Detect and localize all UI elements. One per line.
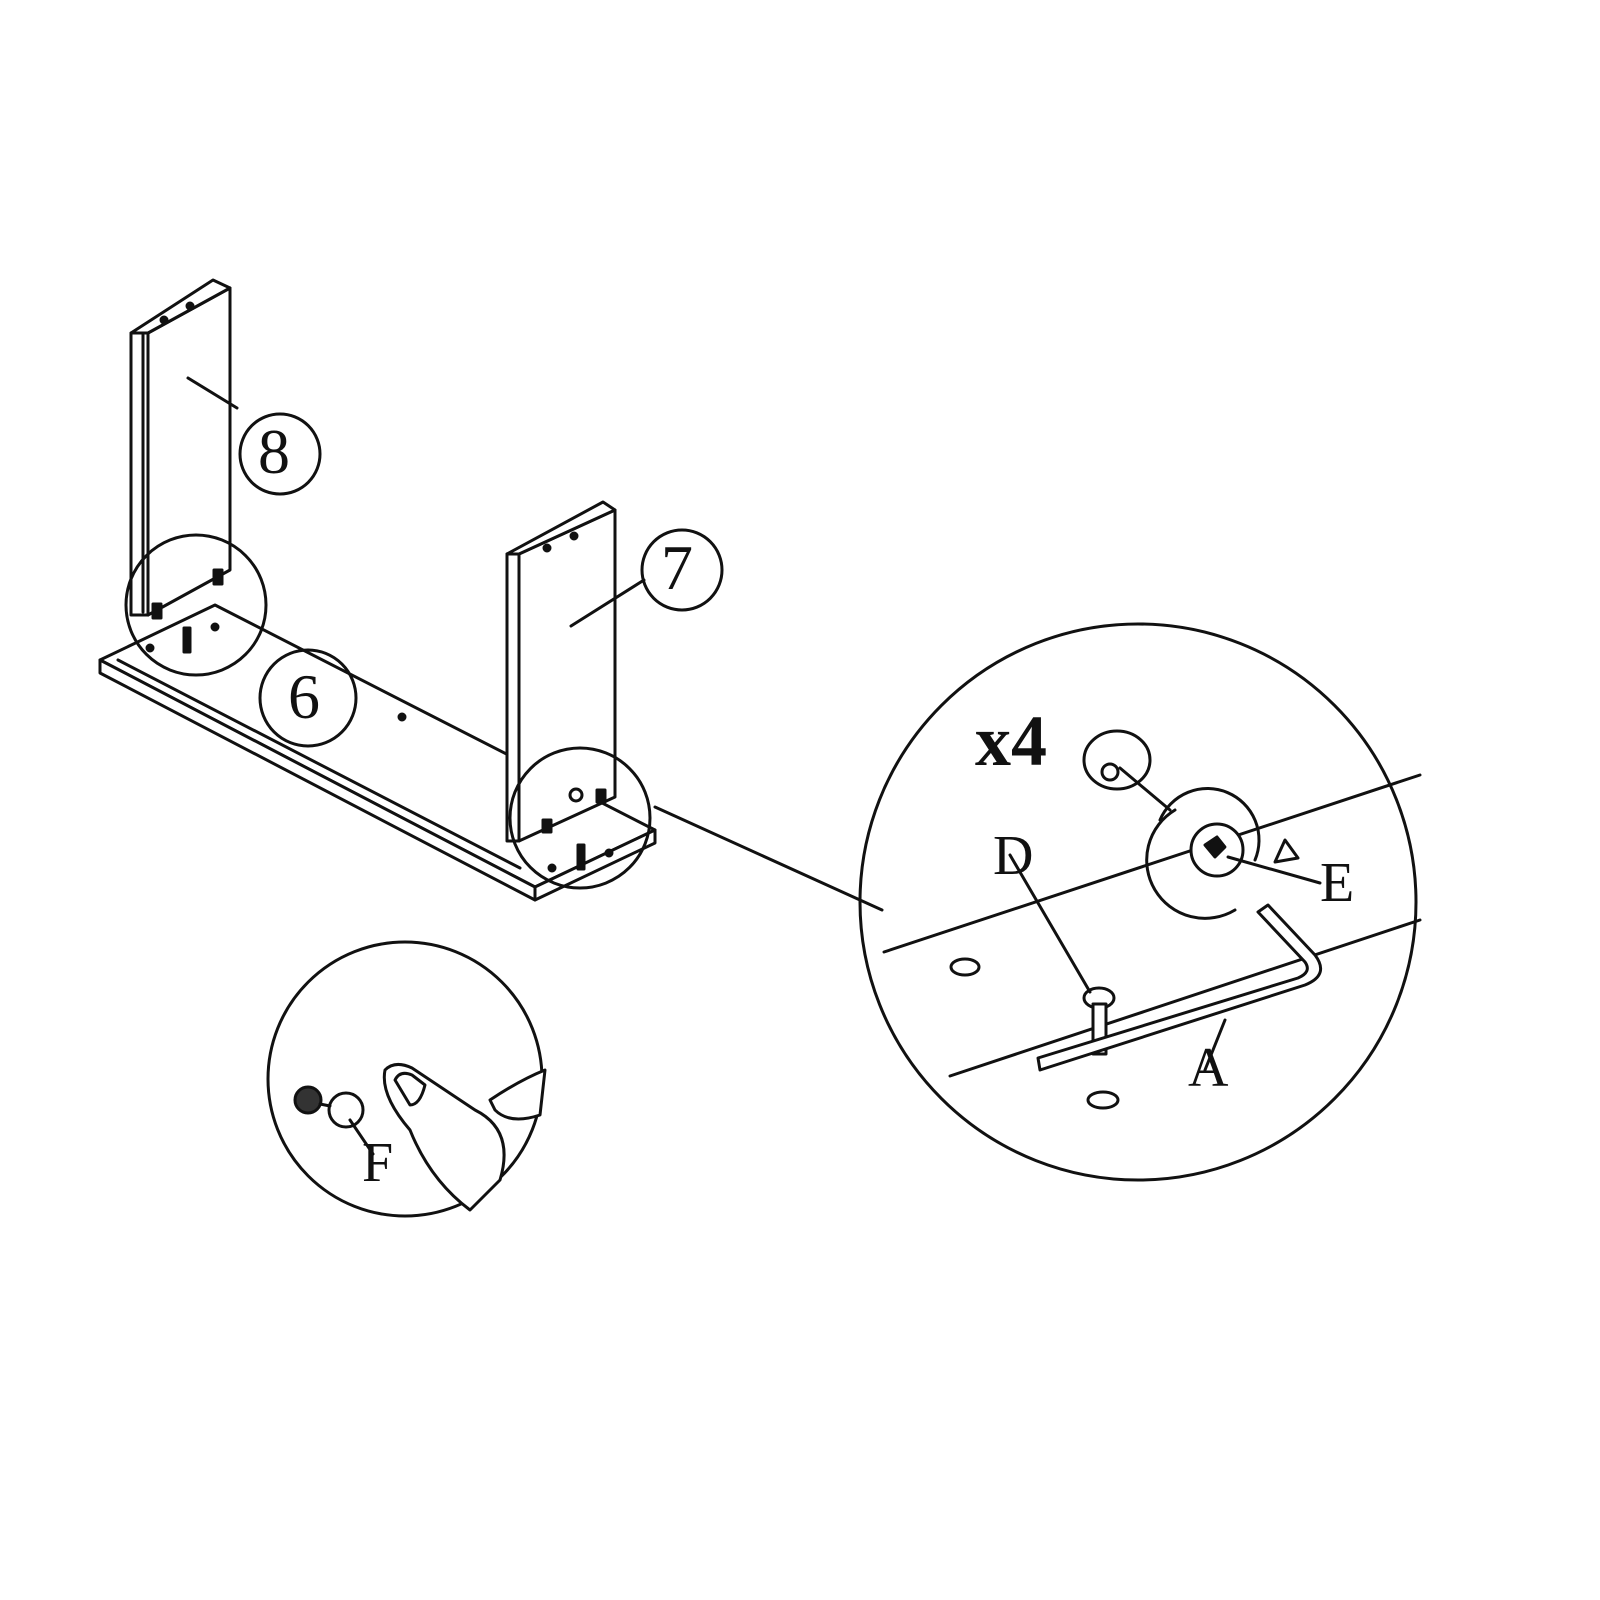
hardware-f-label: F <box>362 1132 394 1194</box>
part-7-badge <box>640 528 724 612</box>
callout-leader <box>653 805 884 912</box>
hardware-detail-callout <box>858 622 1422 1182</box>
part-7-label: 7 <box>661 532 693 603</box>
detail-ring-left <box>124 533 268 677</box>
part-8-badge <box>238 412 322 496</box>
side-panel-7 <box>505 500 646 843</box>
part-8-label: 8 <box>258 416 290 487</box>
detail-ring-right <box>508 746 652 890</box>
part-6-label: 6 <box>288 661 320 732</box>
hardware-e-label: E <box>1320 852 1355 914</box>
part-6-badge <box>258 648 358 748</box>
hardware-a-label: A <box>1188 1037 1229 1099</box>
cover-cap-callout <box>266 940 547 1218</box>
side-panel-8 <box>129 278 239 620</box>
quantity-label: x4 <box>975 701 1047 781</box>
hardware-d-label: D <box>993 825 1034 887</box>
